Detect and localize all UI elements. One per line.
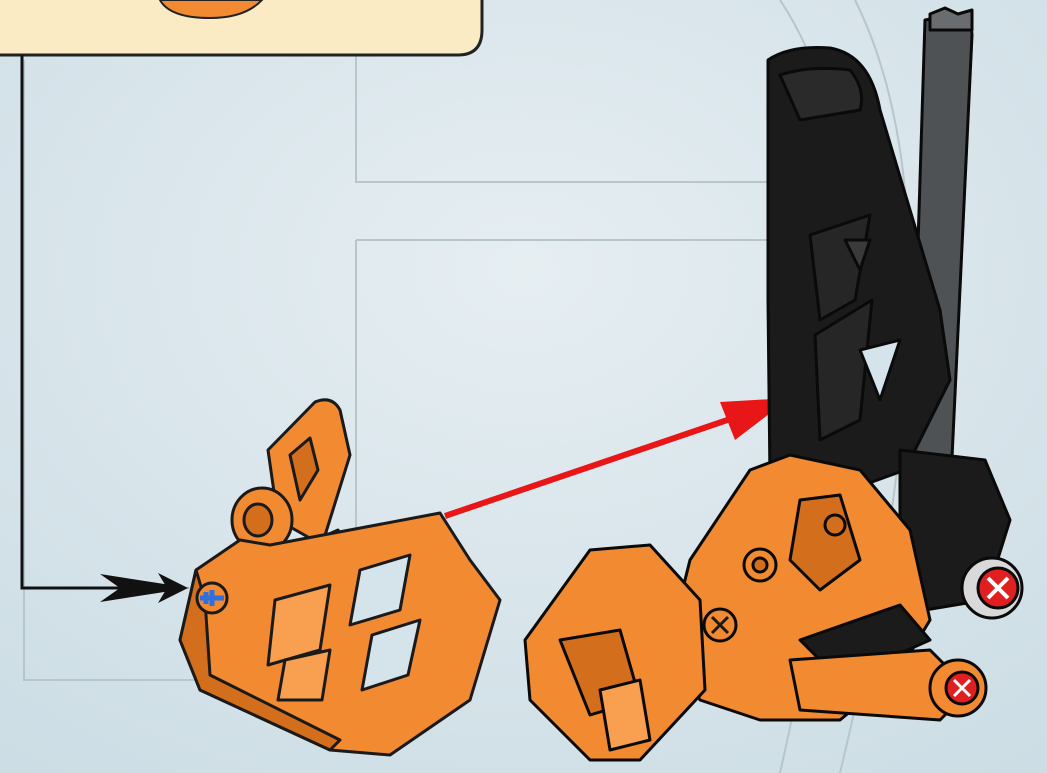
callout-box [0, 0, 482, 55]
